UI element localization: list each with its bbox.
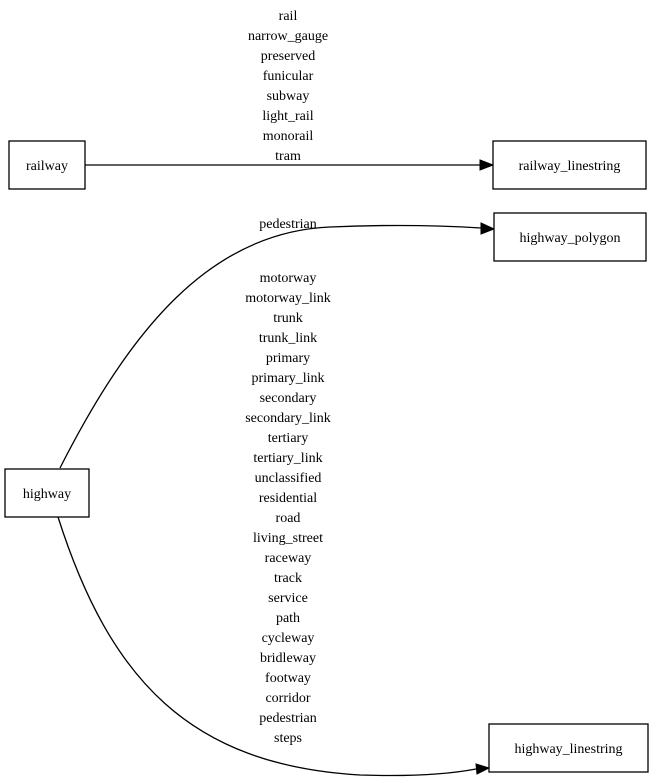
arrow-head: [479, 159, 495, 171]
node-label: railway_linestring: [519, 159, 621, 174]
node-label: railway: [26, 159, 68, 174]
edge-label-line: trunk: [273, 311, 303, 326]
edge-label-line: primary_link: [251, 371, 324, 386]
edge-label-group: pedestrian: [259, 217, 317, 232]
edge-label-line: tram: [275, 149, 301, 164]
node-box: [493, 212, 647, 262]
edge-label-line: secondary_link: [245, 411, 331, 426]
edge-label-line: footway: [265, 671, 311, 686]
edge-label-line: cycleway: [262, 631, 315, 646]
edge-label-line: motorway_link: [245, 291, 331, 306]
edge-label-line: narrow_gauge: [248, 29, 328, 44]
edge-curve: [57, 516, 477, 777]
edge-label-line: primary: [266, 351, 310, 366]
edge-label-line: subway: [267, 89, 310, 104]
edge-label-line: secondary: [260, 391, 317, 406]
node-railway: railway: [8, 140, 86, 190]
node-box: [8, 140, 86, 190]
edge-label-line: pedestrian: [259, 217, 317, 232]
edge-railway-to-linestring: rail narrow_gauge preserved funicular subway…: [85, 9, 495, 171]
arrow-head: [475, 763, 491, 775]
edge-label-line: rail: [279, 9, 298, 24]
node-box: [4, 468, 90, 518]
edge-label-line: tertiary: [268, 431, 308, 446]
edge-label-line: track: [274, 571, 302, 586]
node-highway-linestring: highway_linestring: [488, 723, 649, 773]
arrow-head: [480, 222, 496, 235]
node-label: highway: [23, 487, 71, 502]
node-highway: highway: [4, 468, 90, 518]
node-box: [488, 723, 649, 773]
edge-label-line: trunk_link: [259, 331, 317, 346]
edge-label-line: road: [276, 511, 301, 526]
node-label: highway_linestring: [514, 742, 622, 757]
edge-label-line: corridor: [265, 691, 310, 706]
node-highway-polygon: highway_polygon: [493, 212, 647, 262]
edge-label-line: steps: [274, 731, 302, 746]
edge-highway-to-polygon: pedestrian: [59, 217, 496, 469]
node-label: highway_polygon: [519, 231, 620, 246]
edge-label-line: funicular: [263, 69, 314, 84]
edge-label-group: rail narrow_gauge preserved funicular subway…: [248, 9, 328, 164]
edge-label-line: service: [268, 591, 308, 606]
node-box: [492, 140, 647, 190]
edge-label-line: raceway: [265, 551, 312, 566]
edge-label-line: path: [276, 611, 300, 626]
edge-label-line: preserved: [261, 49, 315, 64]
edge-label-line: motorway: [260, 271, 317, 286]
edge-label-line: unclassified: [255, 471, 322, 486]
node-railway-linestring: railway_linestring: [492, 140, 647, 190]
edge-label-line: light_rail: [262, 109, 313, 124]
edge-label-line: bridleway: [260, 651, 316, 666]
edge-label-line: residential: [259, 491, 317, 506]
edge-label-line: monorail: [263, 129, 314, 144]
edge-label-line: tertiary_link: [253, 451, 322, 466]
edge-curve: [59, 224, 482, 469]
edge-label-line: pedestrian: [259, 711, 317, 726]
edge-label-line: living_street: [253, 531, 323, 546]
